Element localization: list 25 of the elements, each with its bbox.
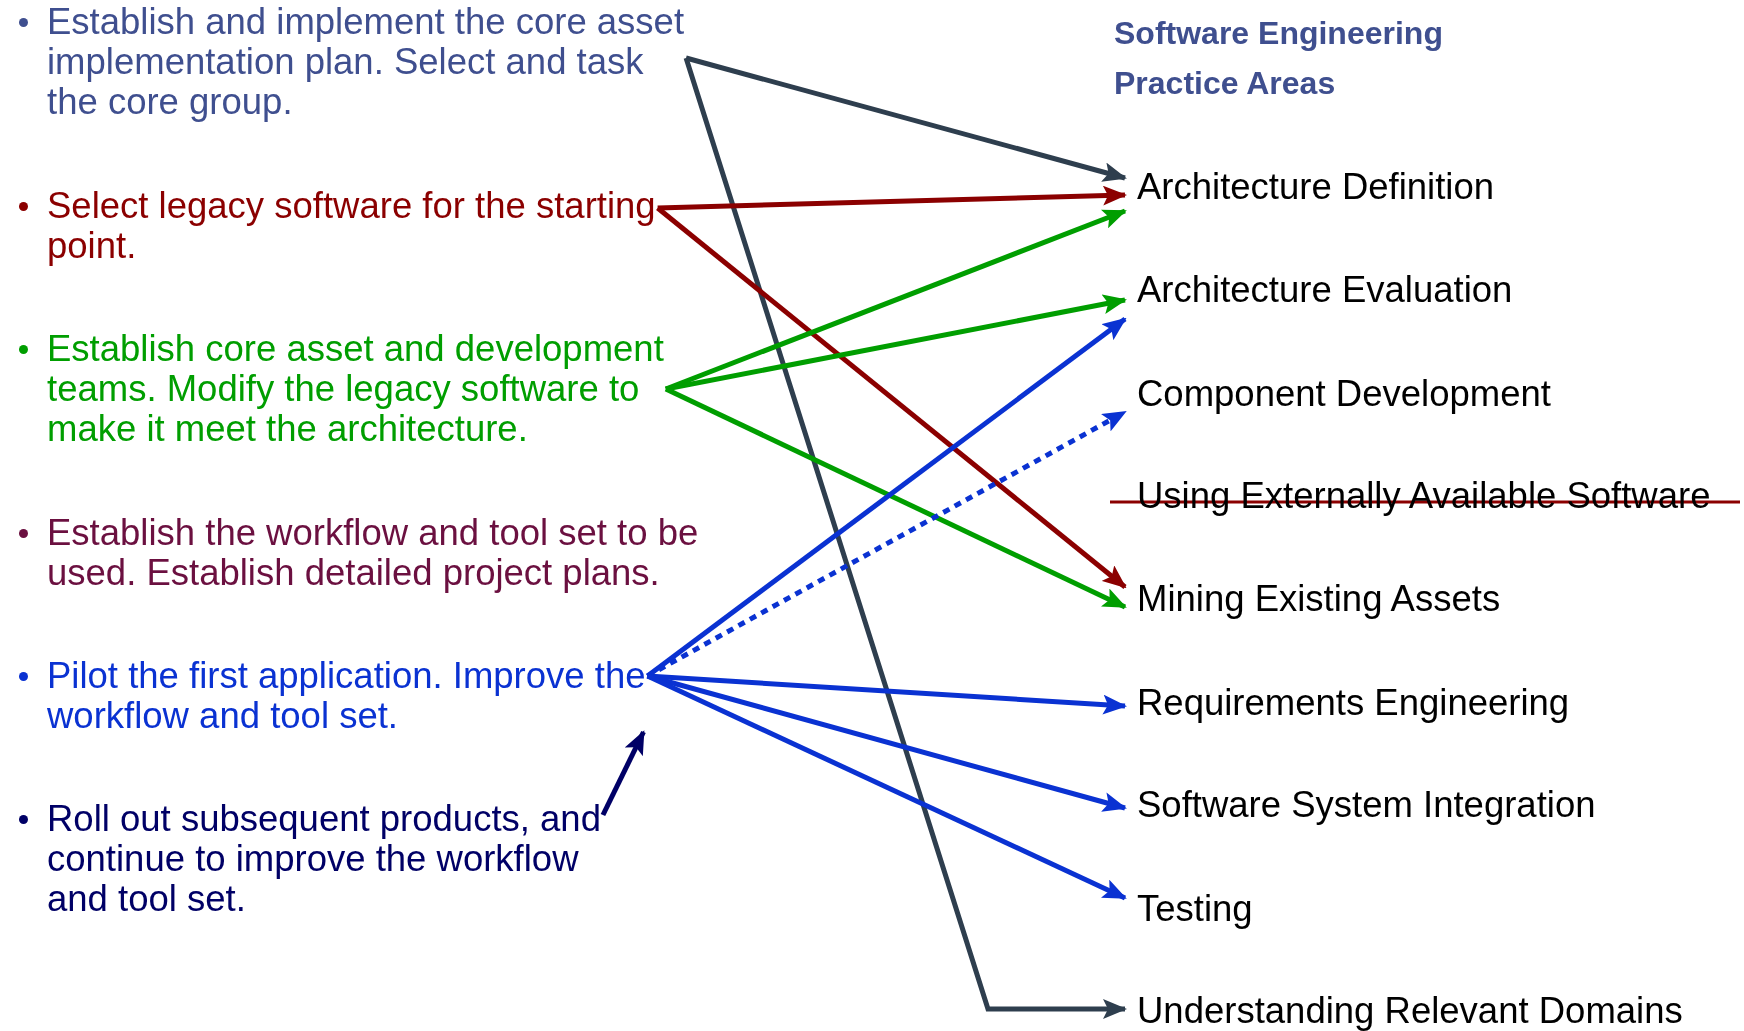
arrow: [646, 409, 1127, 679]
step-text: Roll out subsequent products, and continue to improve the workflow and tool set.: [47, 798, 601, 919]
arrow: [646, 673, 1127, 901]
practice-area-label: Software System Integration: [1125, 785, 1596, 825]
practice-area-label: Architecture Definition: [1125, 167, 1495, 207]
arrow: [657, 185, 1127, 211]
arrow: [600, 730, 646, 817]
step-text: Establish and implement the core asset implementation plan. Select and task the core group.: [47, 1, 685, 122]
arrow: [664, 386, 1127, 610]
practice-area-label: Architecture Evaluation: [1125, 270, 1513, 310]
arrow: [683, 57, 1127, 1019]
practice-area-label: Component Development: [1125, 374, 1551, 414]
practice-area-label: Understanding Relevant Domains: [1125, 991, 1683, 1031]
step-text: Establish the workflow and tool set to be used. Establish detailed project plans.: [47, 512, 699, 593]
arrow: [665, 294, 1127, 392]
practice-area-label: Testing: [1125, 889, 1253, 929]
arrow: [656, 206, 1127, 589]
practice-area-label: Mining Existing Assets: [1125, 579, 1501, 619]
step-text: Pilot the first application. Improve the workflow and tool set.: [47, 655, 646, 736]
title: Software Engineering Practice Areas: [1114, 14, 1444, 103]
step-text: Select legacy software for the starting point.: [47, 185, 656, 266]
arrow: [685, 55, 1127, 182]
arrow: [646, 317, 1127, 678]
step-text: Establish core asset and development teams. Modify the legacy software to make it meet the architecture.: [47, 328, 664, 449]
practice-area-label: Requirements Engineering: [1125, 683, 1570, 723]
